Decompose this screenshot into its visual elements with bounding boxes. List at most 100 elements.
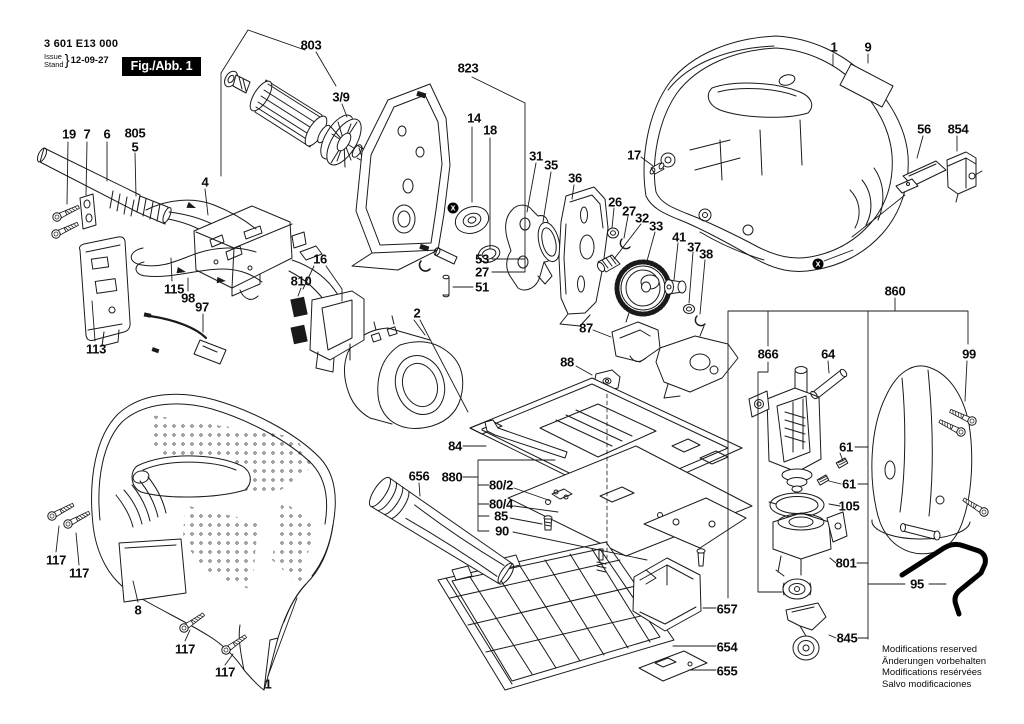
cord-clamp-drawing	[79, 193, 97, 230]
issue-row: Issue Stand } 12-09-27	[44, 52, 118, 69]
x-marker: x	[812, 258, 824, 270]
part-label-117: 117	[45, 552, 67, 568]
part-label-85: 85	[494, 508, 508, 524]
part-label-61: 61	[839, 439, 853, 455]
part-label-105: 105	[838, 498, 860, 514]
part-label-14: 14	[467, 110, 481, 126]
nameplate-9-drawing	[839, 63, 894, 108]
part-label-1: 1	[830, 39, 838, 55]
part-label-803: 803	[300, 37, 322, 53]
type-number: 3 601 E13 000	[44, 38, 119, 50]
part-label-656: 656	[408, 468, 430, 484]
part-label-4: 4	[201, 174, 209, 190]
gear-set-drawing	[505, 186, 739, 399]
dust-tube-drawing	[368, 476, 515, 585]
part-label-6: 6	[103, 126, 111, 142]
part-label-56: 56	[917, 121, 931, 137]
part-label-33: 33	[649, 218, 663, 234]
part-label-80/4: 80/4	[488, 496, 514, 512]
footer-note-line: Modifications reserved	[882, 644, 978, 655]
footer-note-line: Modifications resérvées	[882, 667, 982, 678]
part-label-61: 61	[842, 476, 856, 492]
motor-housing-right-drawing	[643, 35, 983, 272]
gear-cover-drawing	[871, 365, 973, 555]
issue-date: 12-09-27	[70, 55, 109, 66]
part-label-805: 805	[124, 125, 146, 141]
part-label-117: 117	[68, 565, 90, 581]
figure-label: Fig./Abb. 1	[122, 57, 201, 76]
part-label-2: 2	[413, 305, 421, 321]
part-label-31: 31	[529, 148, 543, 164]
part-label-654: 654	[716, 639, 738, 655]
part-label-27: 27	[622, 203, 636, 219]
part-label-80/2: 80/2	[488, 477, 514, 493]
part-label-90: 90	[495, 523, 509, 539]
pin-64-drawing	[812, 369, 847, 399]
part-label-87: 87	[579, 320, 593, 336]
part-label-88: 88	[560, 354, 574, 370]
part-label-97: 97	[195, 299, 209, 315]
part-label-113: 113	[85, 341, 107, 357]
part-label-35: 35	[544, 157, 558, 173]
hex-key-drawing	[484, 419, 568, 459]
footer-note-line: Änderungen vorbehalten	[882, 655, 987, 667]
wiring-drawing	[130, 199, 339, 365]
part-label-51: 51	[475, 279, 489, 295]
part-label-823: 823	[457, 60, 479, 76]
lock-button-drawing	[946, 151, 983, 203]
part-label-26: 26	[608, 194, 622, 210]
part-label-37: 37	[687, 239, 701, 255]
footer-note-line: Salvo modificaciones	[882, 678, 972, 690]
part-label-117: 117	[174, 641, 196, 657]
title-block: 3 601 E13 000 Issue Stand } 12-09-27	[44, 38, 118, 69]
leader-lines-drawing	[55, 29, 969, 677]
part-label-810: 810	[290, 273, 312, 289]
part-label-95: 95	[910, 576, 924, 592]
part-label-84: 84	[448, 438, 462, 454]
part-label-64: 64	[821, 346, 835, 362]
part-label-117: 117	[214, 664, 236, 680]
brace: }	[64, 52, 70, 69]
electronics-module-drawing	[79, 236, 131, 347]
part-label-27: 27	[475, 264, 489, 280]
field-stator-drawing	[344, 315, 464, 429]
x-marker: x	[447, 202, 459, 214]
part-label-5: 5	[131, 139, 139, 155]
armature-drawing	[224, 70, 371, 168]
bearing-support-801-drawing	[772, 511, 848, 577]
part-label-17: 17	[627, 147, 641, 163]
part-label-845: 845	[836, 630, 858, 646]
plunger-assembly-drawing	[748, 365, 991, 661]
spring-61-drawing	[816, 457, 849, 486]
cord-assembly-drawing	[36, 147, 213, 241]
sticker-8-drawing	[118, 538, 187, 603]
part-label-657: 657	[716, 601, 738, 617]
issue-label-en: Issue	[44, 51, 62, 61]
part-label-8: 8	[134, 602, 142, 618]
part-label-115: 115	[163, 281, 185, 297]
part-label-53: 53	[475, 251, 489, 267]
housing-left-drawing	[45, 393, 336, 691]
part-label-32: 32	[635, 210, 649, 226]
part-label-880: 880	[441, 469, 463, 485]
carbon-brush-drawing	[290, 296, 308, 318]
insert-655-drawing	[638, 650, 708, 682]
part-label-854: 854	[947, 121, 969, 137]
guide-roller-845-drawing	[785, 602, 827, 661]
lifting-unit-drawing	[611, 321, 739, 399]
switch-slider-drawing	[895, 160, 947, 194]
part-label-3/9: 3/9	[332, 89, 350, 105]
part-label-860: 860	[884, 283, 906, 299]
part-label-18: 18	[483, 122, 497, 138]
part-label-38: 38	[699, 246, 713, 262]
bearing-flange-drawing	[351, 83, 501, 298]
pin-17-drawing	[649, 162, 665, 175]
part-label-99: 99	[962, 346, 976, 362]
part-label-7: 7	[83, 126, 91, 142]
part-label-41: 41	[672, 229, 686, 245]
part-label-36: 36	[568, 170, 582, 186]
issue-label-de: Stand	[44, 59, 64, 69]
